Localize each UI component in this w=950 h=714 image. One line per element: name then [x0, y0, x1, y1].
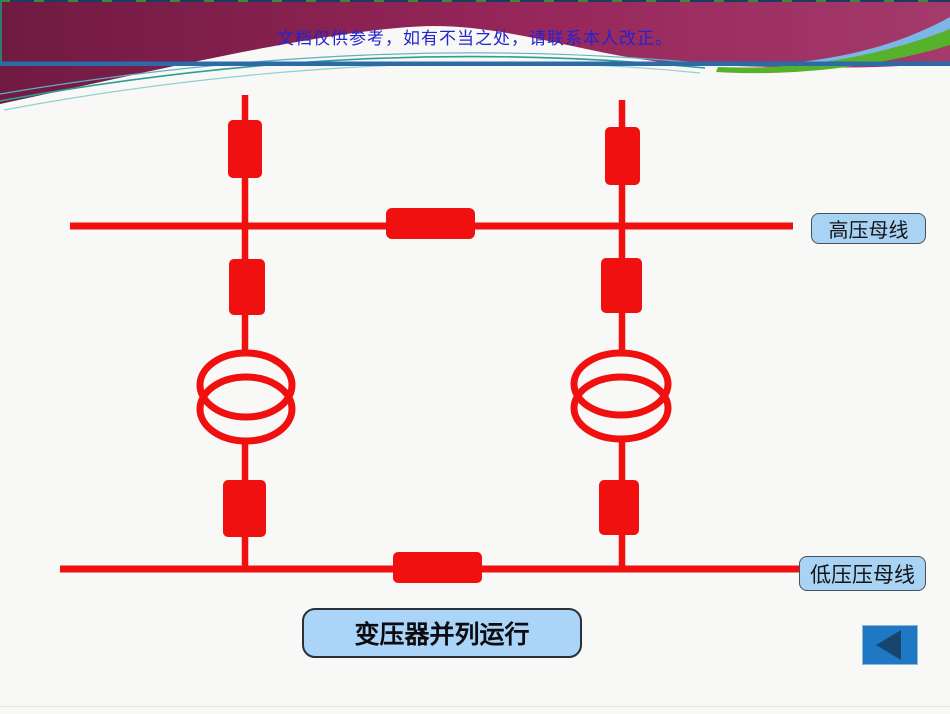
bus-tie-breaker-low	[393, 552, 482, 583]
breaker-right-high-side	[601, 258, 642, 313]
banner-maroon-band	[0, 0, 950, 104]
caption-text: 变压器并列运行	[354, 621, 530, 649]
transformer-right-primary-coil	[570, 349, 672, 419]
transformer-left	[196, 349, 296, 445]
breaker-left-high-side	[229, 259, 265, 315]
back-button[interactable]	[862, 625, 918, 665]
banner-swoosh-graphic	[0, 0, 950, 111]
banner-top-edge	[0, 0, 950, 2]
breaker-right-incoming	[605, 127, 640, 185]
bottom-edge-line	[0, 706, 950, 707]
bus-tie-breaker-high	[386, 208, 475, 239]
breaker-left-incoming	[228, 120, 262, 178]
header-banner: 文档仅供参考，如有不当之处，请联系本人改正。	[0, 0, 950, 118]
low-bus-label: 低压压母线	[799, 556, 926, 591]
transformer-left-secondary-coil	[196, 373, 296, 445]
banner-hairline-curve-1	[0, 55, 706, 102]
back-arrow-icon	[875, 630, 901, 660]
banner-hairline-curve-2	[0, 52, 701, 95]
caption-box: 变压器并列运行	[302, 608, 582, 658]
banner-divider-line	[0, 61, 950, 66]
banner-hairline-curve-3	[3, 62, 701, 111]
transformer-right	[570, 349, 672, 443]
high-bus-label: 高压母线	[811, 213, 926, 244]
breaker-left-low-side	[223, 480, 266, 537]
transformer-right-secondary-coil	[570, 373, 672, 443]
disclaimer-text: 文档仅供参考，如有不当之处，请联系本人改正。	[277, 29, 673, 48]
banner-left-edge	[0, 0, 2, 62]
breaker-right-low-side	[599, 480, 639, 535]
transformer-left-primary-coil	[196, 349, 296, 421]
